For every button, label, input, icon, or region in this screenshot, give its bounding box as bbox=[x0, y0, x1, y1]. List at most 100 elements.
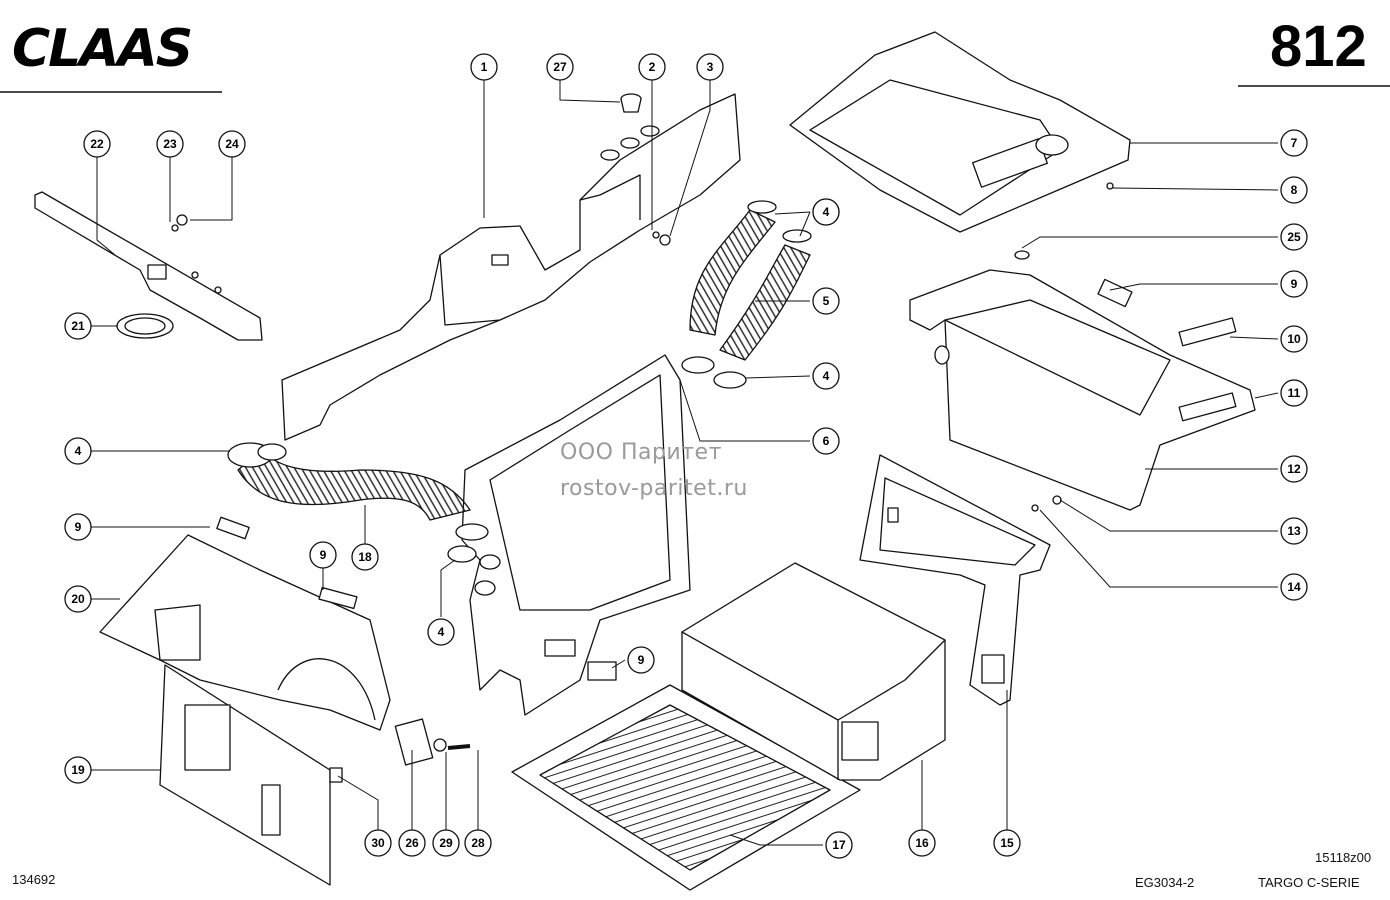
callout-circle bbox=[64, 756, 92, 784]
callout-circle bbox=[1280, 223, 1308, 251]
part-3-clip bbox=[659, 234, 671, 246]
callout-number: 5 bbox=[823, 294, 830, 308]
callout-circle bbox=[812, 198, 840, 226]
callout-circle bbox=[64, 437, 92, 465]
footer-left-code: 134692 bbox=[12, 872, 56, 887]
part-2-screw bbox=[652, 231, 660, 239]
callout-10-16: 10 bbox=[1280, 325, 1308, 353]
callout-number: 15 bbox=[1000, 836, 1014, 850]
callout-4-19: 4 bbox=[64, 437, 92, 465]
callout-number: 23 bbox=[163, 137, 177, 151]
watermark-company: ООО Паритет bbox=[560, 440, 722, 465]
watermark-website: rostov-paritet.ru bbox=[560, 476, 748, 501]
callout-number: 9 bbox=[320, 548, 327, 562]
part-4-clamp-d bbox=[447, 545, 477, 563]
part-9-grille-c bbox=[587, 661, 617, 681]
part-15-side-panel bbox=[859, 454, 1051, 706]
callout-12-20: 12 bbox=[1280, 455, 1308, 483]
callout-circle bbox=[696, 53, 724, 81]
callout-number: 26 bbox=[405, 836, 419, 850]
leader-lines bbox=[91, 80, 1279, 846]
part-1-rear-trim-panel bbox=[281, 93, 741, 441]
callout-30-30: 30 bbox=[364, 829, 392, 857]
callout-number: 24 bbox=[225, 137, 239, 151]
callout-circle bbox=[1280, 455, 1308, 483]
callout-5-12: 5 bbox=[812, 287, 840, 315]
callout-15-36: 15 bbox=[993, 829, 1021, 857]
callout-14-23: 14 bbox=[1280, 573, 1308, 601]
callout-circle bbox=[546, 53, 574, 81]
part-22-bracket bbox=[34, 191, 263, 341]
callout-8-9: 8 bbox=[1280, 176, 1308, 204]
callout-number: 21 bbox=[71, 319, 85, 333]
part-5-air-hoses bbox=[689, 200, 812, 361]
callout-circle bbox=[1280, 325, 1308, 353]
callout-circle bbox=[825, 831, 853, 859]
callout-number: 20 bbox=[71, 592, 85, 606]
callout-number: 13 bbox=[1287, 524, 1301, 538]
part-28-bolt bbox=[447, 744, 471, 750]
callout-circle bbox=[1280, 270, 1308, 298]
callout-circle bbox=[64, 312, 92, 340]
callout-number: 9 bbox=[638, 653, 645, 667]
part-9-grille-b bbox=[318, 586, 358, 610]
part-17-floor-mat bbox=[511, 684, 861, 891]
callout-number: 4 bbox=[823, 205, 830, 219]
callout-number: 7 bbox=[1291, 136, 1298, 150]
callout-circle bbox=[64, 513, 92, 541]
callout-number: 12 bbox=[1287, 462, 1301, 476]
callout-23-5: 23 bbox=[156, 130, 184, 158]
callout-7-8: 7 bbox=[1280, 129, 1308, 157]
part-12-side-console bbox=[909, 269, 1256, 511]
callout-circle bbox=[1280, 129, 1308, 157]
callout-4-27: 4 bbox=[427, 618, 455, 646]
callout-16-35: 16 bbox=[908, 829, 936, 857]
part-27-knob bbox=[620, 93, 642, 113]
callout-number: 27 bbox=[553, 60, 567, 74]
callout-11-17: 11 bbox=[1280, 379, 1308, 407]
callout-number: 30 bbox=[371, 836, 385, 850]
callout-number: 29 bbox=[439, 836, 453, 850]
callout-circle bbox=[993, 829, 1021, 857]
part-10-cover-plate bbox=[1178, 317, 1237, 347]
callout-25-14: 25 bbox=[1280, 223, 1308, 251]
callout-2-2: 2 bbox=[638, 53, 666, 81]
callout-number: 11 bbox=[1288, 386, 1301, 400]
callout-9-28: 9 bbox=[627, 646, 655, 674]
claas-logo: CLAAS bbox=[12, 19, 193, 79]
part-14-screw bbox=[1031, 504, 1039, 512]
callout-number: 18 bbox=[358, 550, 372, 564]
callout-number: 25 bbox=[1287, 230, 1301, 244]
callout-18-24: 18 bbox=[351, 543, 379, 571]
part-16-storage-box bbox=[681, 562, 946, 781]
callout-number: 4 bbox=[438, 625, 445, 639]
callout-circle bbox=[351, 543, 379, 571]
callout-26-31: 26 bbox=[398, 829, 426, 857]
callout-27-1: 27 bbox=[546, 53, 574, 81]
callout-21-7: 21 bbox=[64, 312, 92, 340]
callout-number: 4 bbox=[75, 444, 82, 458]
callout-9-15: 9 bbox=[1280, 270, 1308, 298]
callout-1-0: 1 bbox=[470, 53, 498, 81]
callout-number: 16 bbox=[915, 836, 929, 850]
brand-logo-text: CLAAS bbox=[12, 19, 191, 79]
callout-number: 22 bbox=[90, 137, 104, 151]
callout-13-22: 13 bbox=[1280, 517, 1308, 545]
callout-circle bbox=[638, 53, 666, 81]
callout-number: 9 bbox=[75, 520, 82, 534]
part-4-clamp-c bbox=[455, 523, 489, 541]
callout-number: 28 bbox=[471, 836, 485, 850]
callout-layer: 1272322232421784454259101164129131418920… bbox=[64, 53, 1308, 859]
callout-circle bbox=[309, 541, 337, 569]
part-19-back-plate bbox=[159, 664, 331, 886]
callout-4-13: 4 bbox=[812, 362, 840, 390]
part-18-duct-hose bbox=[227, 442, 471, 521]
callout-22-4: 22 bbox=[83, 130, 111, 158]
callout-circle bbox=[364, 829, 392, 857]
callout-circle bbox=[427, 618, 455, 646]
part-13-washer bbox=[1052, 495, 1062, 505]
callout-number: 17 bbox=[832, 838, 846, 852]
callout-number: 10 bbox=[1287, 332, 1301, 346]
part-6-center-frame bbox=[461, 354, 691, 716]
